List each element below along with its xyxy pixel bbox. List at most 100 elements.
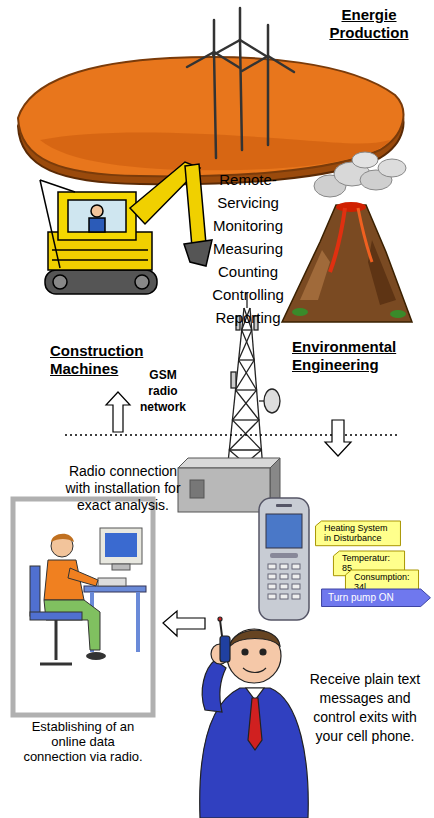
wind-farm-landscape-part: [18, 57, 403, 176]
volcano: [282, 152, 412, 322]
radio-tower-part: [259, 400, 264, 401]
wind-turbine-part: [240, 40, 242, 150]
wind-turbine-part: [267, 25, 270, 56]
section-heading: Energie Production: [320, 6, 418, 42]
radio-tower-part: [264, 389, 280, 413]
businessman-part: [248, 698, 262, 750]
excavator-part: [89, 218, 105, 232]
computer-user-picture-part: [40, 663, 72, 666]
volcano-part: [390, 310, 406, 318]
cell-phone-part: [280, 584, 288, 589]
radio-tower-part: [239, 359, 255, 360]
wind-turbine-part: [214, 52, 240, 68]
computer-user-picture-part: [13, 499, 153, 715]
computer-user-picture-part: [68, 568, 98, 586]
volcano-part: [330, 208, 345, 272]
message-tag: Turn pump ON: [320, 589, 432, 607]
cell-phone-part: [292, 584, 300, 589]
tag-shape: [316, 521, 401, 546]
dotted-divider: [65, 434, 400, 436]
wind-turbine-part: [187, 52, 214, 67]
computer-user-picture-part: [112, 564, 130, 570]
computer-user-picture-part: [30, 566, 40, 616]
network-label: GSM radio network: [136, 367, 190, 415]
excavator-part: [68, 200, 126, 232]
businessman-part: [220, 636, 230, 662]
businessman-part: [243, 668, 266, 673]
caption-text: Radio connection with installation for e…: [60, 463, 186, 514]
wind-turbine-part: [239, 8, 242, 40]
message-text: Turn pump ON: [320, 589, 432, 607]
radio-tower-part: [229, 449, 261, 450]
excavator-part: [185, 164, 206, 247]
cell-phone-part: [268, 584, 276, 589]
radio-tower-part: [229, 308, 263, 480]
cell-phone-part: [268, 574, 276, 579]
computer-user-picture-part: [30, 612, 82, 620]
cell-phone: [259, 498, 309, 620]
cell-phone-part: [280, 574, 288, 579]
volcano-part: [292, 308, 308, 316]
cell-phone-part: [292, 564, 300, 569]
cell-phone-part: [280, 594, 288, 599]
cell-phone-part: [266, 514, 302, 548]
businessman-part: [230, 630, 280, 646]
computer-user-picture-part: [98, 578, 126, 586]
computer-user-picture-part: [51, 534, 74, 542]
excavator-part: [52, 249, 148, 251]
computer-user-picture-part: [44, 600, 100, 650]
down-arrow: [325, 420, 351, 456]
excavator-part: [135, 275, 149, 289]
businessman-part: [260, 649, 266, 655]
wind-turbine-part: [240, 40, 266, 56]
excavator-part: [40, 180, 75, 192]
cell-phone-part: [280, 564, 288, 569]
businessman-part: [220, 620, 222, 636]
cell-phone-part: [268, 564, 276, 569]
excavator-part: [91, 205, 103, 217]
station-building-part: [178, 468, 270, 512]
computer-user-picture-part: [136, 592, 140, 652]
volcano-part: [368, 240, 396, 305]
businessman-part: [218, 617, 222, 621]
radio-tower-part: [232, 419, 259, 420]
station-building-part: [178, 458, 280, 468]
up-arrow: [106, 392, 130, 432]
computer-user-picture: [13, 499, 153, 715]
radio-tower-part: [231, 372, 236, 388]
computer-user-picture-part: [86, 652, 106, 660]
cell-phone-part: [270, 553, 298, 558]
computer-user-picture-part: [84, 586, 146, 592]
volcano-part: [336, 202, 366, 212]
cell-phone-part: [259, 498, 309, 620]
cell-phone-part: [292, 594, 300, 599]
volcano-part: [282, 205, 412, 322]
excavator-part: [52, 259, 148, 261]
volcano-part: [358, 208, 372, 262]
wind-turbine-part: [242, 56, 268, 71]
radio-tower-part: [236, 389, 257, 390]
volcano-part: [378, 159, 406, 177]
radio-tower-part: [226, 308, 244, 482]
message-tag: Heating System in Disturbance: [315, 521, 401, 546]
message-text: Heating System in Disturbance: [315, 521, 401, 546]
wind-turbine-part: [214, 52, 216, 158]
computer-user-picture-part: [55, 620, 58, 660]
wind-turbine-part: [267, 56, 270, 145]
caption-text: Establishing of an online data connectio…: [20, 719, 146, 764]
excavator-part: [58, 192, 136, 240]
cell-phone-part: [292, 574, 300, 579]
excavator-part: [40, 180, 60, 268]
left-arrow: [163, 611, 205, 636]
businessman: [200, 617, 309, 818]
businessman-part: [227, 629, 281, 683]
caption-text: Receive plain text messages and control …: [302, 670, 428, 746]
station-building-part: [190, 480, 204, 498]
excavator-part: [184, 240, 212, 266]
businessman-part: [202, 660, 226, 712]
wind-turbine-part: [213, 40, 240, 55]
volcano-part: [300, 250, 330, 300]
radio-tower-part: [242, 329, 252, 330]
function-list: Remote-Servicing Monitoring Measuring Co…: [196, 168, 300, 329]
